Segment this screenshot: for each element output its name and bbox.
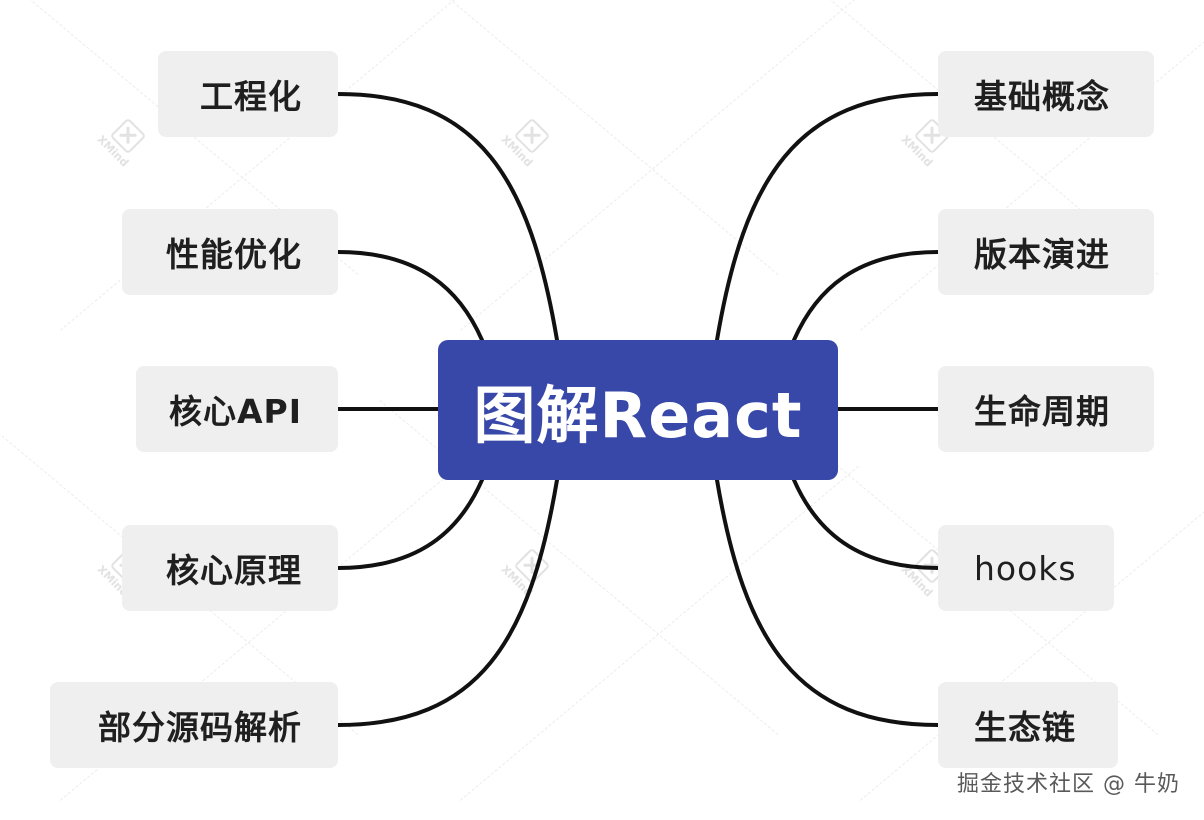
connector-left-1 <box>336 92 559 342</box>
topic-core-api[interactable]: 核心API <box>136 366 338 452</box>
topic-hooks[interactable]: hooks <box>938 525 1114 611</box>
topic-label: 基础概念 <box>974 77 1110 116</box>
topic-ecosystem[interactable]: 生态链 <box>938 682 1118 768</box>
connector-right-4 <box>792 478 940 570</box>
topic-lifecycle[interactable]: 生命周期 <box>938 366 1154 452</box>
connector-left-5 <box>336 478 559 727</box>
central-topic[interactable]: 图解React <box>438 340 838 480</box>
topic-label: 工程化 <box>200 77 302 116</box>
topic-label: 核心API <box>168 392 302 431</box>
footer-attribution: 掘金技术社区 @ 牛奶 <box>957 772 1180 797</box>
connector-right-5 <box>715 478 940 727</box>
topic-basic-concepts[interactable]: 基础概念 <box>938 51 1154 137</box>
topic-engineering[interactable]: 工程化 <box>158 51 338 137</box>
topic-label: 版本演进 <box>974 235 1110 274</box>
topic-label: 核心原理 <box>166 551 302 590</box>
connector-right-2 <box>792 250 940 342</box>
connector-left-2 <box>336 250 484 342</box>
connector-right-1 <box>715 92 940 342</box>
topic-label: hooks <box>974 548 1077 588</box>
topic-source-analysis[interactable]: 部分源码解析 <box>50 682 338 768</box>
central-topic-label: 图解React <box>473 379 803 452</box>
topic-label: 生命周期 <box>974 392 1110 431</box>
topic-label: 生态链 <box>974 708 1076 747</box>
topic-core-principles[interactable]: 核心原理 <box>122 525 338 611</box>
topic-performance[interactable]: 性能优化 <box>122 209 338 295</box>
connector-left-4 <box>336 478 484 570</box>
topic-label: 部分源码解析 <box>98 708 302 747</box>
topic-version-evolution[interactable]: 版本演进 <box>938 209 1154 295</box>
topic-label: 性能优化 <box>166 235 302 274</box>
